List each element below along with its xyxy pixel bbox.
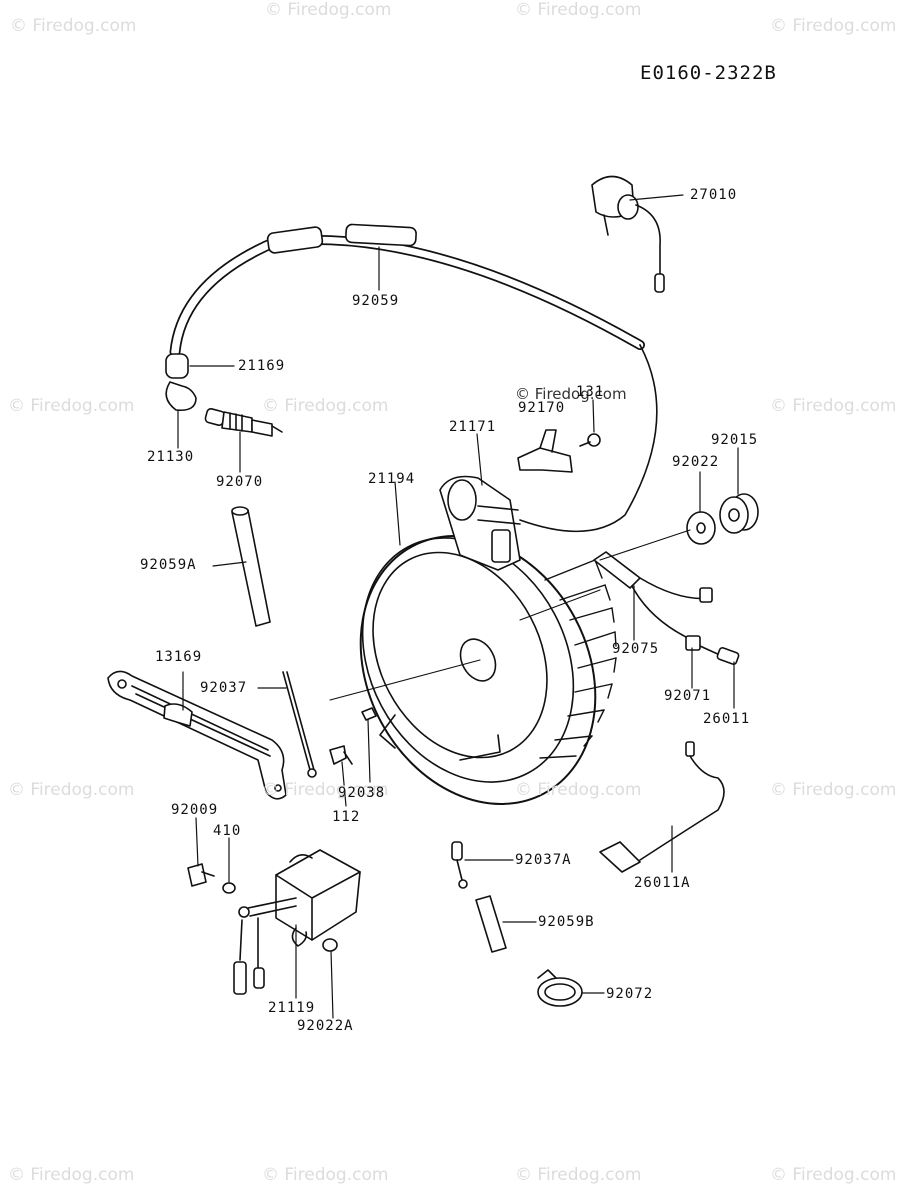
watermark: © Firedog.com [770,780,897,800]
spark-plug [204,408,283,437]
watermark: © Firedog.com [770,396,897,416]
bracket [107,670,287,800]
watermark: © Firedog.com [8,396,135,416]
washer-92022A [322,938,338,952]
part-label-131: 131 [576,384,605,400]
watermark: © Firedog.com [770,16,897,36]
watermark: © Firedog.com [10,16,137,36]
watermark: © Firedog.com [262,780,389,800]
part-label-21130: 21130 [147,449,195,465]
key-92038 [361,707,377,721]
watermark: © Firedog.com [515,780,642,800]
part-label-92015: 92015 [711,432,759,448]
watermark: © Firedog.com [8,1165,135,1185]
watermark: © Firedog.com [262,396,389,416]
washer-92022 [686,511,716,545]
watermark: © Firedog.com [515,0,642,20]
lead-26011A [599,741,725,873]
bolt-92009 [187,863,215,887]
bolt-112 [329,745,353,765]
part-label-92009: 92009 [171,802,219,818]
watermark: © Firedog.com [8,780,135,800]
part-label-92059A: 92059A [140,557,197,573]
part-label-26011A: 26011A [634,875,691,891]
part-label-92059B: 92059B [538,914,595,930]
leader-lines [177,194,739,1019]
watermark: © Firedog.com [515,1165,642,1185]
rod [282,671,317,778]
part-label-92038: 92038 [338,785,386,801]
assembly-lines [329,529,691,701]
part-label-92037A: 92037A [515,852,572,868]
part-label-92070: 92070 [216,474,264,490]
regulator [233,849,361,995]
part-label-92071: 92071 [664,688,712,704]
part-label-410: 410 [213,823,242,839]
part-label-92022: 92022 [672,454,720,470]
high-tension-lead [169,223,658,533]
lead-tube [231,506,271,627]
washer-410 [222,882,236,894]
part-label-21119: 21119 [268,1000,316,1016]
part-label-112: 112 [332,809,361,825]
tube-92059B [475,895,507,953]
terminal-92037A [451,841,468,889]
plug-cap [165,353,197,412]
part-label-13169: 13169 [155,649,203,665]
watermark: © Firedog.com [262,1165,389,1185]
watermark: © Firedog.com [265,0,392,20]
lead-clamp [517,429,573,473]
clamp-92072 [537,969,583,1007]
watermark: © Firedog.com [515,385,627,403]
part-label-92059: 92059 [352,293,400,309]
part-label-92170: 92170 [518,400,566,416]
part-label-21194: 21194 [368,471,416,487]
part-label-21171: 21171 [449,419,497,435]
part-label-21169: 21169 [238,358,286,374]
nut-92015 [719,493,759,534]
flywheel [359,535,617,805]
part-label-92022A: 92022A [297,1018,354,1034]
lead-wire-92075 [593,551,740,666]
part-label-27010: 27010 [690,187,738,203]
ignition-coil [439,475,521,571]
part-label-92075: 92075 [612,641,660,657]
part-label-92072: 92072 [606,986,654,1002]
stop-switch [591,175,665,293]
watermark: © Firedog.com [770,1165,897,1185]
screw-131 [579,433,601,447]
part-label-26011: 26011 [703,711,751,727]
diagram-code: E0160-2322B [640,62,777,84]
part-label-92037: 92037 [200,680,248,696]
